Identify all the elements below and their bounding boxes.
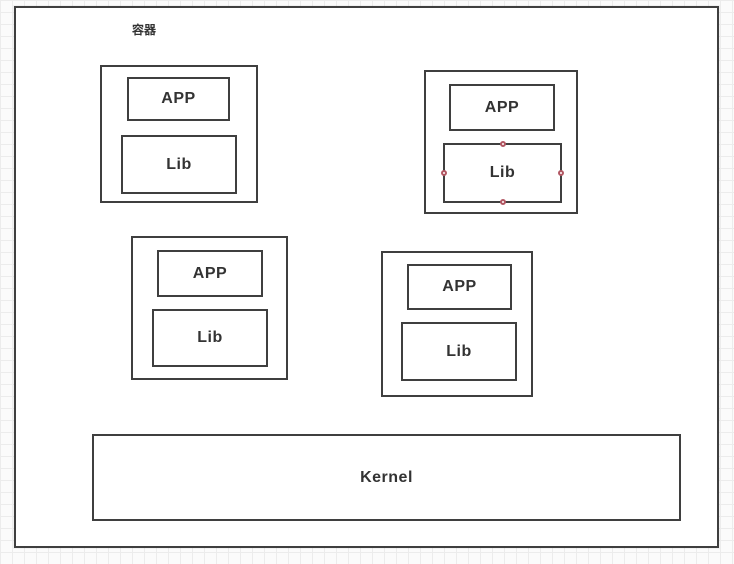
connection-handle-top[interactable] xyxy=(499,141,506,147)
connection-handle-right[interactable] xyxy=(558,170,564,176)
connection-handle-bottom[interactable] xyxy=(499,199,506,205)
connection-handle-left[interactable] xyxy=(441,170,447,176)
lib-label: Lib xyxy=(446,342,472,360)
app-label: APP xyxy=(442,278,477,295)
app-shape-4[interactable]: APP xyxy=(407,264,512,310)
lib-label: Lib xyxy=(166,155,192,173)
kernel-label: Kernel xyxy=(360,468,413,486)
lib-shape-2-selected[interactable]: Lib xyxy=(441,141,564,205)
app-label: APP xyxy=(192,264,228,282)
app-label: APP xyxy=(161,90,196,107)
app-label: APP xyxy=(484,98,520,116)
app-shape-3[interactable]: APP xyxy=(157,250,263,297)
lib-label: Lib xyxy=(489,164,516,181)
app-shape-1[interactable]: APP xyxy=(127,77,230,121)
lib-shape-1[interactable]: Lib xyxy=(121,135,237,194)
app-shape-2[interactable]: APP xyxy=(449,84,555,131)
lib-shape-4[interactable]: Lib xyxy=(401,322,517,381)
lib-label: Lib xyxy=(197,329,223,346)
canvas-title-label[interactable]: 容器 xyxy=(132,23,157,37)
kernel-shape[interactable]: Kernel xyxy=(92,434,681,521)
lib-shape-3[interactable]: Lib xyxy=(152,309,268,367)
